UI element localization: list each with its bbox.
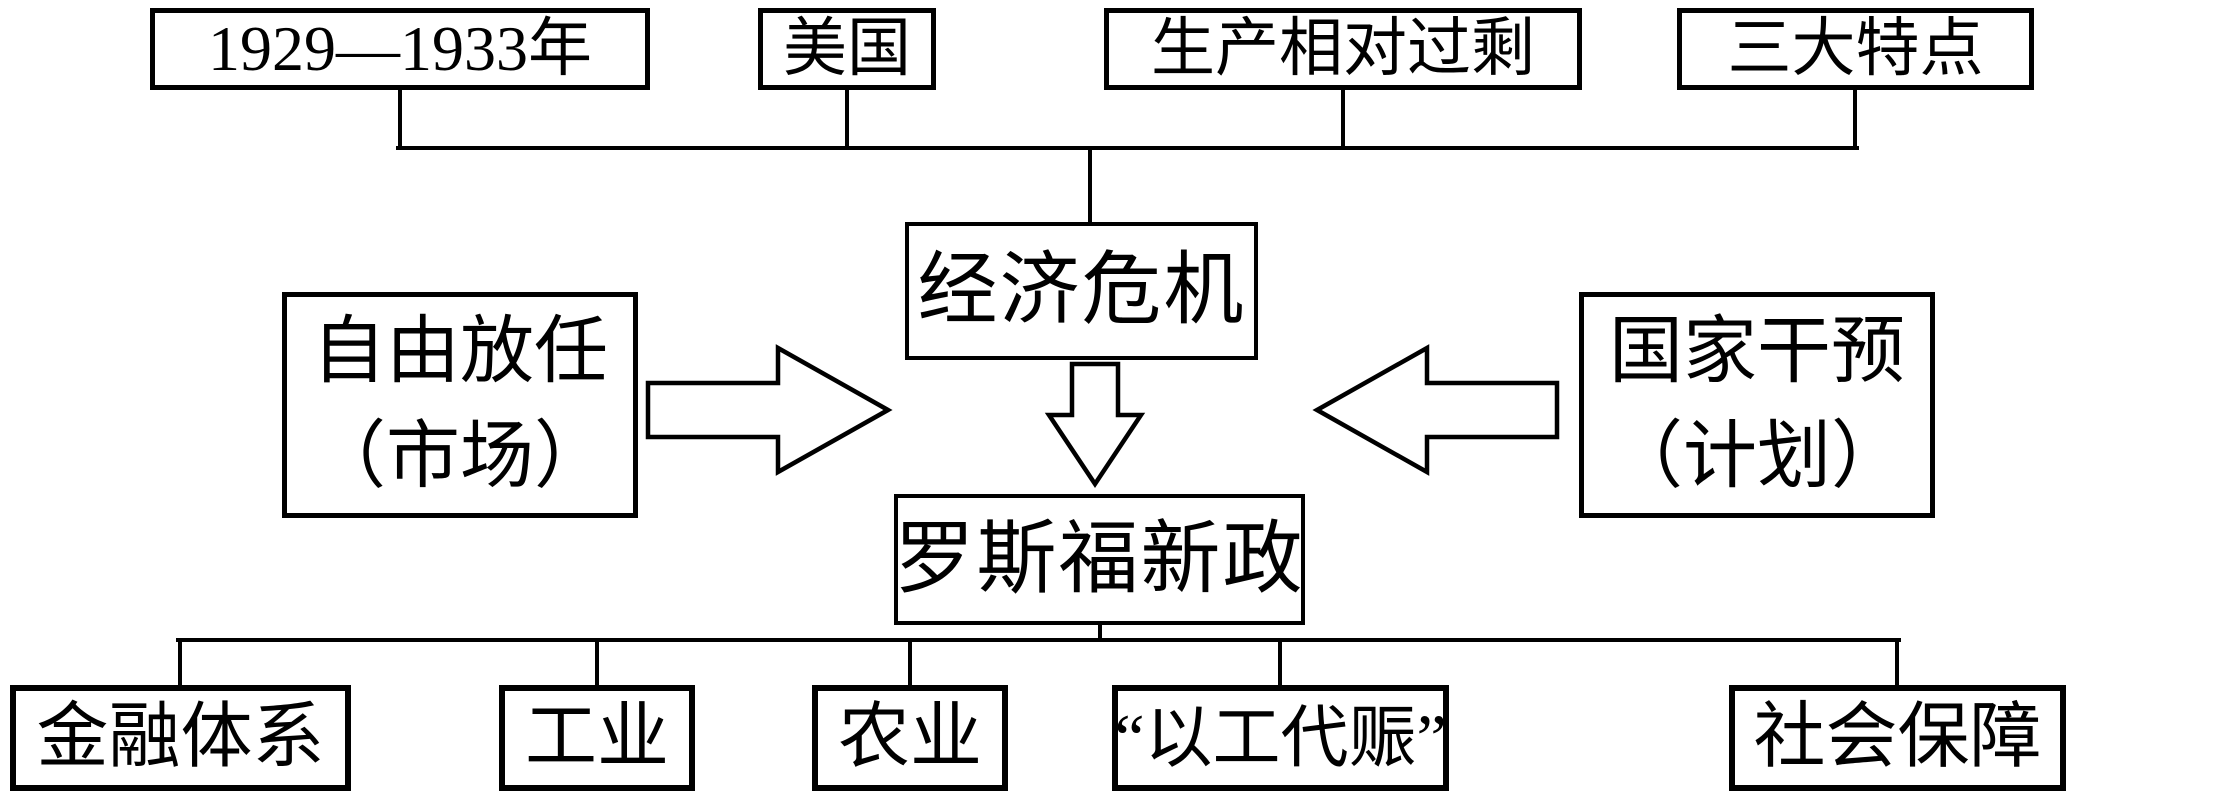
node-state-intervention-line2: （计划） [1609,416,1905,498]
node-social-security: 社会保障 [1729,685,2066,791]
node-work-relief-label: “以工代赈” [1114,699,1447,776]
node-economic-crisis-label: 经济危机 [917,247,1246,335]
bottom-tree-connector [176,623,1901,687]
node-laissez-faire-line2: （市场） [312,416,608,498]
node-financial-system: 金融体系 [10,685,351,791]
node-agriculture-label: 农业 [837,697,982,778]
node-overproduction-label: 生产相对过剩 [1151,12,1535,84]
node-new-deal: 罗斯福新政 [894,494,1305,625]
node-state-intervention-line1: 国家干预 [1609,310,1905,393]
node-three-features: 三大特点 [1677,8,2034,90]
node-laissez-faire: 自由放任 （市场） [282,292,638,518]
node-economic-crisis: 经济危机 [905,222,1258,360]
node-social-security-label: 社会保障 [1753,697,2042,778]
node-new-deal-label: 罗斯福新政 [894,515,1305,604]
node-laissez-faire-line1: 自由放任 [312,310,608,393]
arrow-left-icon [1312,344,1560,476]
node-industry: 工业 [499,685,695,791]
node-state-intervention: 国家干预 （计划） [1579,292,1935,518]
node-usa-label: 美国 [783,12,911,84]
node-years: 1929—1933年 [150,8,650,90]
arrow-down-icon [1044,361,1146,489]
node-agriculture: 农业 [812,685,1008,791]
node-usa: 美国 [758,8,936,90]
node-industry-label: 工业 [524,697,669,778]
node-three-features-label: 三大特点 [1727,12,1984,84]
arrow-right-icon [645,344,893,476]
node-financial-system-label: 金融体系 [36,697,325,778]
top-tree-connector [396,88,1859,224]
node-years-label: 1929—1933年 [208,12,592,84]
node-overproduction: 生产相对过剩 [1104,8,1582,90]
node-work-relief: “以工代赈” [1112,685,1449,791]
